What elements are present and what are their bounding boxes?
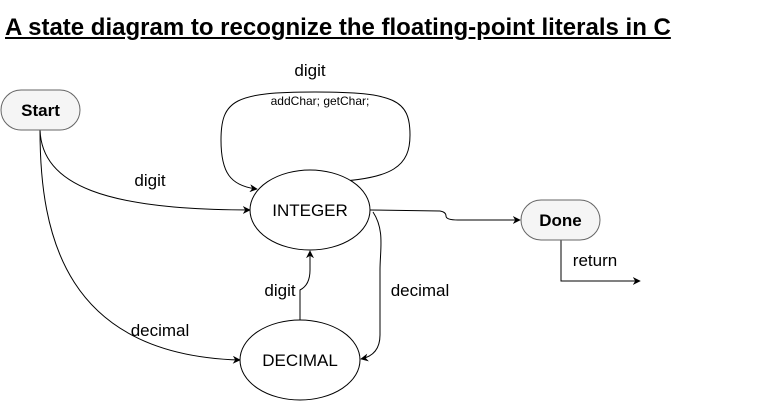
- edge-start-to-integer: [39, 129, 251, 214]
- node-start-label: Start: [21, 101, 60, 120]
- node-start: Start: [0, 89, 81, 131]
- edge-label-start-to-decimal: decimal: [131, 321, 190, 340]
- edge-label-loop-action: addChar; getChar;: [271, 94, 370, 108]
- edge-label-integer-to-decimal: decimal: [391, 281, 450, 300]
- edge-decimal-to-integer: [299, 250, 314, 320]
- edge-label-start-to-integer: digit: [134, 171, 165, 190]
- edge-integer-to-decimal: [360, 211, 382, 362]
- edge-done-return: [560, 240, 641, 285]
- edge-integer-self-loop: [220, 91, 411, 193]
- node-decimal: DECIMAL: [239, 319, 361, 401]
- edge-start-to-decimal: [39, 129, 241, 364]
- node-decimal-label: DECIMAL: [262, 351, 338, 370]
- node-integer-label: INTEGER: [272, 201, 348, 220]
- edge-label-loop-digit: digit: [294, 61, 325, 80]
- edge-label-done-return: return: [573, 251, 617, 270]
- node-integer: INTEGER: [249, 169, 371, 251]
- node-done-label: Done: [539, 211, 582, 230]
- edge-label-decimal-to-integer: digit: [264, 281, 295, 300]
- edge-integer-to-done: [369, 209, 521, 224]
- diagram-title: A state diagram to recognize the floatin…: [5, 14, 671, 41]
- node-done: Done: [520, 199, 601, 241]
